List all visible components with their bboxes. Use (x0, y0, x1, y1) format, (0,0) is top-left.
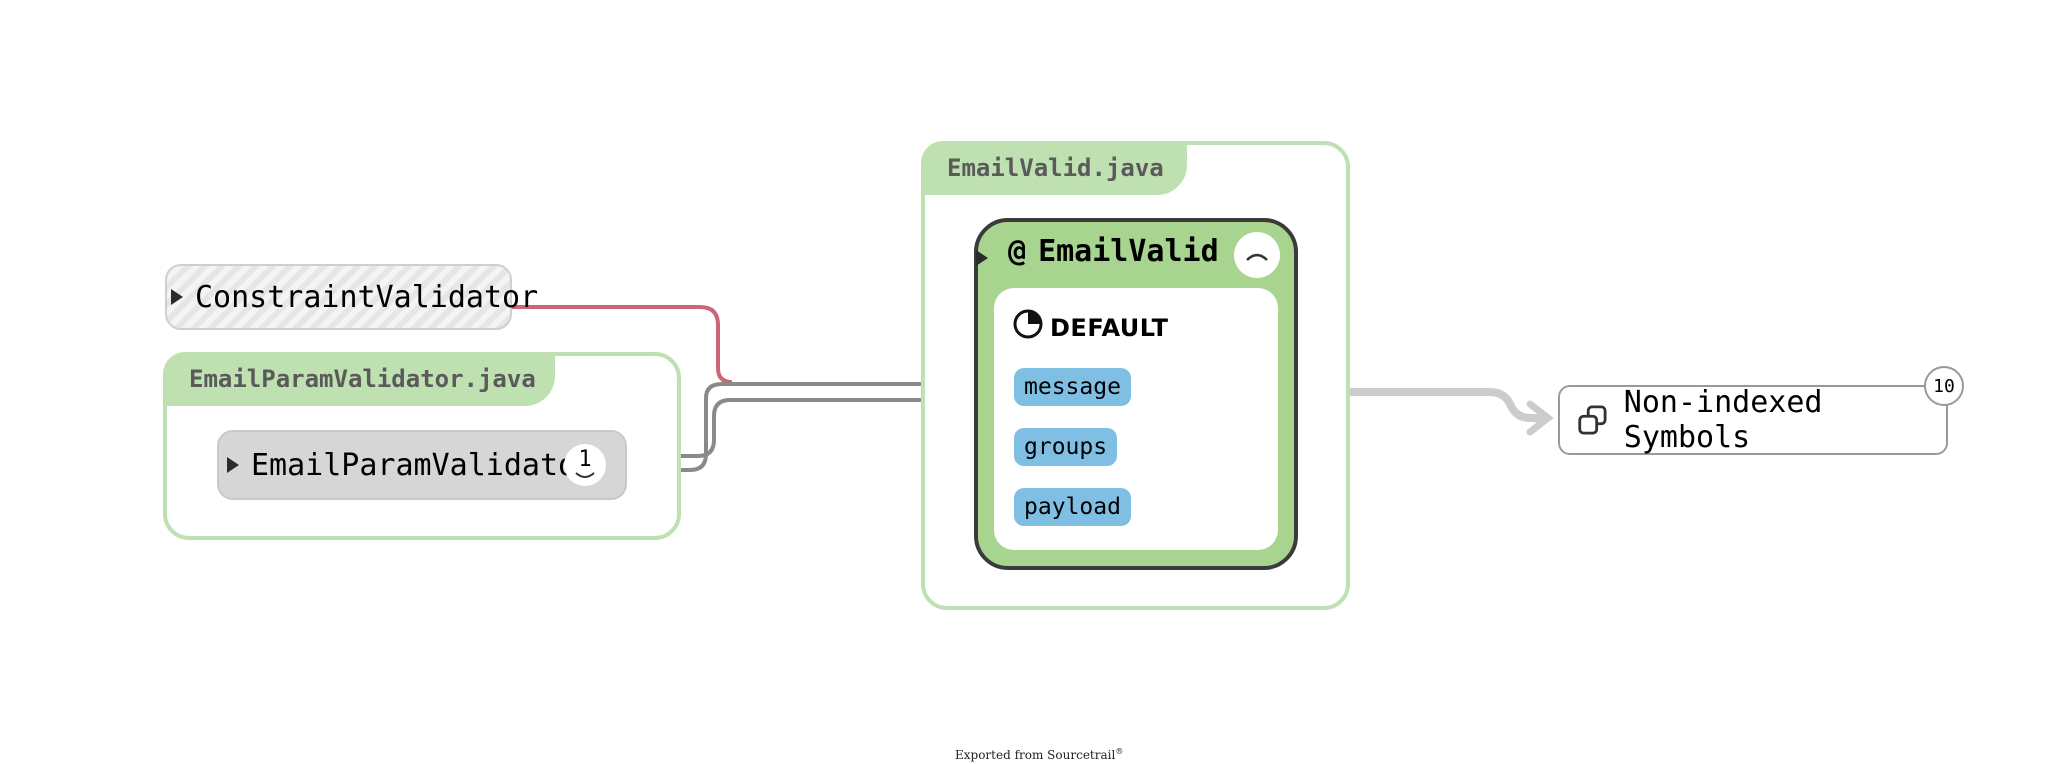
collapse-button[interactable] (1234, 232, 1280, 278)
pie-chart-icon (1013, 309, 1043, 339)
expand-chevron-icon (575, 472, 595, 478)
usage-edge-2 (626, 398, 970, 458)
file-name-label: EmailValid.java (947, 154, 1164, 182)
non-indexed-symbols-node[interactable]: Non-indexed Symbols (1558, 385, 1948, 455)
email-valid-annotation-node[interactable]: @ EmailValid DEFAULT message groups payl… (974, 218, 1298, 570)
file-name-label: EmailParamValidator.java (189, 365, 536, 393)
footer-text: Exported from Sourcetrail (955, 748, 1116, 762)
footer-mark: ® (1115, 747, 1124, 756)
file-tab-email-param-validator[interactable]: EmailParamValidator.java (163, 352, 555, 406)
member-groups[interactable]: groups (1014, 428, 1118, 466)
member-count: 1 (578, 447, 592, 472)
external-symbols-icon (1578, 405, 1607, 435)
expand-members-button[interactable]: 1 (564, 444, 606, 486)
non-indexed-count-badge: 10 (1924, 366, 1964, 406)
constraint-validator-node[interactable]: ConstraintValidator (165, 264, 538, 330)
constraint-validator-label: ConstraintValidator (195, 279, 539, 315)
annotation-name: EmailValid (1038, 234, 1219, 269)
non-indexed-count: 10 (1933, 375, 1955, 397)
non-indexed-edge (1290, 388, 1546, 422)
non-indexed-label: Non-indexed Symbols (1623, 385, 1823, 455)
member-payload[interactable]: payload (1014, 488, 1131, 526)
usage-edge-1 (625, 382, 960, 472)
export-footer: Exported from Sourcetrail® (955, 747, 1123, 762)
access-group-panel: DEFAULT message groups payload (994, 288, 1278, 550)
email-param-validator-label: EmailParamValidator (251, 447, 595, 483)
expand-triangle-icon[interactable] (976, 250, 988, 266)
annotation-at-icon: @ (1008, 234, 1027, 269)
file-tab-email-valid[interactable]: EmailValid.java (921, 141, 1187, 195)
collapse-chevron-icon (1246, 253, 1268, 261)
expand-triangle-icon[interactable] (227, 457, 239, 473)
non-indexed-edge-arrow (1526, 400, 1554, 436)
access-group-label: DEFAULT (1050, 314, 1169, 342)
inheritance-edge (512, 305, 733, 384)
email-param-validator-node[interactable]: EmailParamValidator 1 (217, 430, 627, 500)
member-message[interactable]: message (1014, 368, 1131, 406)
expand-triangle-icon[interactable] (171, 289, 183, 305)
